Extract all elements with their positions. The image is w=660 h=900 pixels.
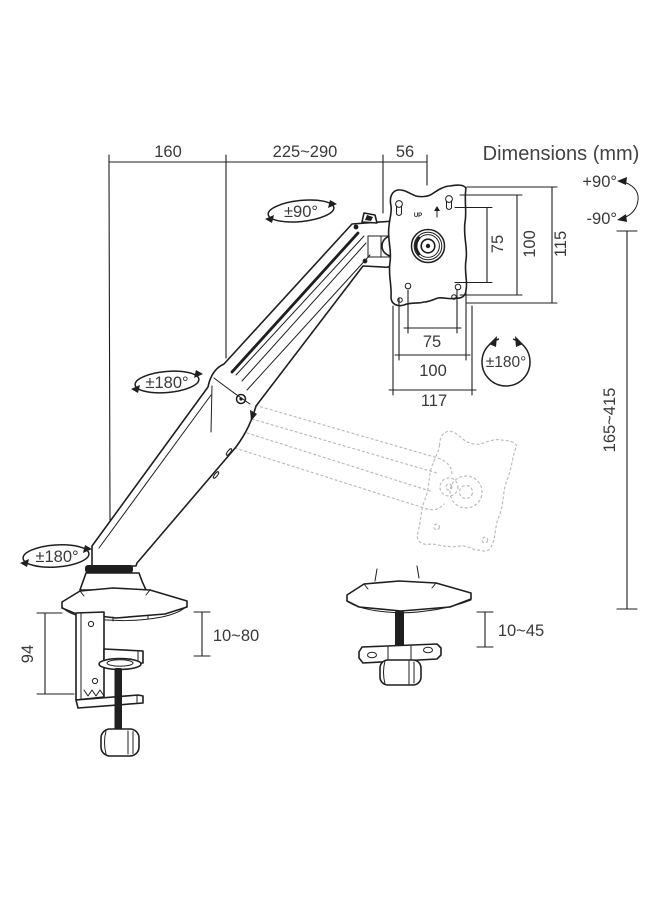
clamp-knob	[100, 728, 140, 757]
clamp-base-drawing: 94 10~80	[19, 565, 259, 757]
dim-label-vesa-h-100: 100	[419, 362, 447, 380]
rotation-label-tilt-up: +90°	[582, 173, 617, 191]
elbow-seam	[213, 377, 251, 405]
diagram-title: Dimensions (mm)	[483, 143, 640, 165]
dim-label-vesa-v-100: 100	[521, 230, 539, 258]
grommet-base-drawing: 10~45	[346, 565, 544, 686]
grommet-knob	[379, 659, 422, 686]
height-range-dimension: 165~415	[601, 230, 638, 610]
ghost-arm-extended	[234, 403, 519, 561]
dim-label-vesa-v-75: 75	[489, 235, 507, 253]
rotation-label-tilt-down: -90°	[587, 210, 617, 228]
elbow-screw	[235, 393, 247, 405]
top-width-dimensions: 160 225~290 56	[108, 143, 428, 521]
dim-label-165-415: 165~415	[601, 388, 619, 453]
vesa-up-label: UP	[414, 213, 422, 219]
dim-label-56: 56	[396, 143, 414, 161]
tilt-arc-arrow	[619, 180, 639, 220]
dim-label-10-45: 10~45	[498, 622, 544, 640]
dim-label-vesa-v-115: 115	[552, 231, 570, 257]
rotation-label-vesa-rotation: ±180°	[486, 354, 527, 371]
dim-label-225-290: 225~290	[273, 143, 338, 161]
vesa-horizontal-dimensions: 75 100 117	[388, 289, 477, 410]
rotation-label-elbow-swivel: ±180°	[145, 374, 188, 392]
vesa-vertical-dimensions: 75 100 115	[454, 186, 570, 304]
dim-label-vesa-h-75: 75	[423, 333, 441, 351]
dim-label-94: 94	[19, 645, 37, 663]
dim-label-160: 160	[154, 143, 182, 161]
tilt-annotation: +90° -90°	[582, 173, 639, 228]
rotation-label-head-swivel: ±90°	[284, 203, 318, 221]
rotation-label-base-swivel: ±180°	[35, 548, 78, 566]
dim-label-vesa-h-117: 117	[421, 392, 447, 410]
clamp-height-dimension: 94	[19, 612, 75, 695]
vesa-hub	[410, 228, 446, 264]
grommet-thickness-dimension: 10~45	[476, 611, 544, 648]
rotation-annotations: ±90° ±180° ±180° ±180°	[20, 199, 531, 568]
vesa-plate-drawing: UP	[387, 184, 468, 307]
clamp-thickness-dimension: 10~80	[193, 611, 259, 657]
dim-label-10-80: 10~80	[213, 627, 259, 645]
ghost-vesa-plate	[412, 423, 519, 561]
